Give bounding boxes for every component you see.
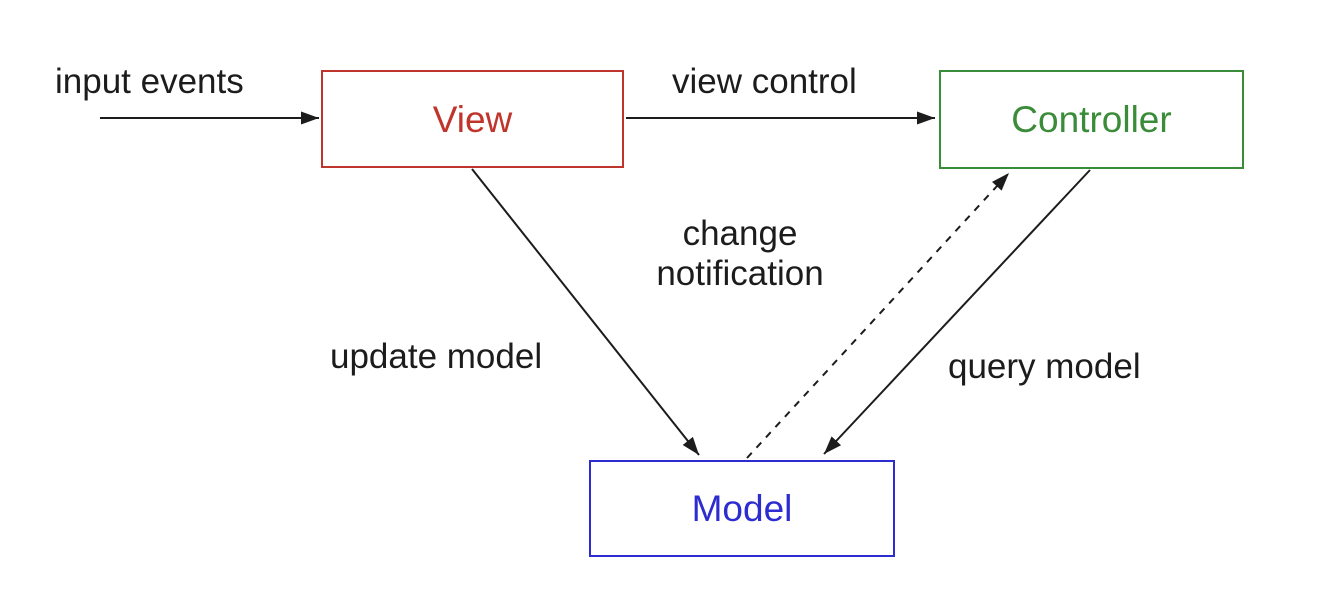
arrow-query-model <box>823 169 1091 455</box>
node-model: Model <box>589 460 895 557</box>
arrow-update-model <box>471 168 700 456</box>
arrow-change-notification <box>746 172 1010 459</box>
edge-label-query-model: query model <box>948 347 1141 386</box>
node-controller-label: Controller <box>1011 99 1172 140</box>
node-model-label: Model <box>691 488 793 529</box>
edge-label-change-notification: change notification <box>656 214 824 294</box>
node-view: View <box>321 70 624 168</box>
edge-label-update-model: update model <box>330 337 543 376</box>
node-controller: Controller <box>939 70 1244 169</box>
edge-label-view-control: view control <box>672 62 857 101</box>
node-view-label: View <box>432 98 513 140</box>
edge-label-input-events: input events <box>55 62 244 101</box>
